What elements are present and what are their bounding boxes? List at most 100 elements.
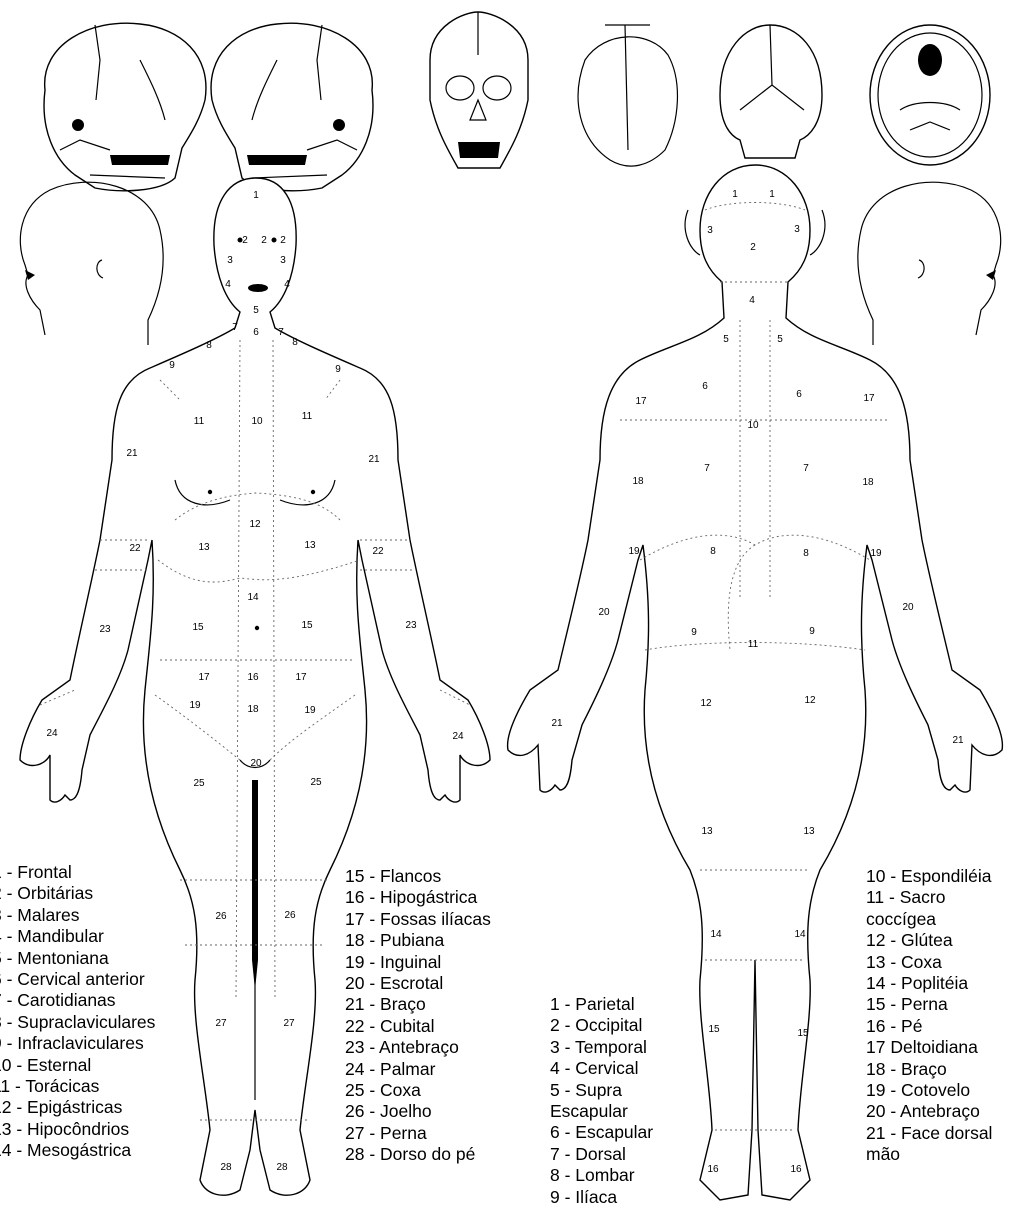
legend-item: 9 - Infraclaviculares <box>0 1033 155 1054</box>
legend-item: 11 - Torácicas <box>0 1076 155 1097</box>
legend-item: 10 - Espondiléia <box>866 866 992 887</box>
legend-item: 15 - Flancos <box>345 866 491 887</box>
legend-item: 8 - Supraclaviculares <box>0 1012 155 1033</box>
back-region-number: 19 <box>628 546 640 557</box>
legend-item: 1 - Frontal <box>0 862 155 883</box>
back-region-number: 8 <box>710 546 716 557</box>
front-region-number: 3 <box>227 255 233 266</box>
front-region-number: 19 <box>304 705 316 716</box>
front-region-number: 28 <box>276 1162 288 1173</box>
legend-item: 16 - Pé <box>866 1016 992 1037</box>
back-region-number: 17 <box>863 393 875 404</box>
profile-head-right <box>858 182 1001 345</box>
front-region-number: 21 <box>126 448 138 459</box>
legend-front-a: 1 - Frontal 2 - Orbitárias 3 - Malares 4… <box>0 862 155 1162</box>
front-region-number: 18 <box>247 704 259 715</box>
legend-item: 9 - Ilíaca <box>550 1187 653 1208</box>
back-region-number: 7 <box>803 463 809 474</box>
front-region-number: 14 <box>247 592 259 603</box>
back-region-number: 6 <box>796 389 802 400</box>
legend-item: 20 - Antebraço <box>866 1101 992 1122</box>
legend-item: 28 - Dorso do pé <box>345 1144 491 1165</box>
front-region-number: 7 <box>278 327 284 338</box>
front-region-number: 27 <box>215 1018 227 1029</box>
front-region-number: 17 <box>295 672 307 683</box>
front-region-number: 21 <box>368 454 380 465</box>
back-region-number: 20 <box>902 602 914 613</box>
back-region-number: 21 <box>551 718 563 729</box>
back-region-number: 18 <box>862 477 874 488</box>
legend-item: 23 - Antebraço <box>345 1037 491 1058</box>
legend-item: 7 - Dorsal <box>550 1144 653 1165</box>
back-region-number: 19 <box>870 548 882 559</box>
front-region-number: 9 <box>335 364 341 375</box>
back-region-number: 9 <box>809 626 815 637</box>
back-region-number: 15 <box>797 1028 809 1039</box>
front-region-number: 26 <box>284 910 296 921</box>
legend-item: 3 - Malares <box>0 905 155 926</box>
legend-item: 22 - Cubital <box>345 1016 491 1037</box>
legend-item: 14 - Poplitéia <box>866 973 992 994</box>
legend-back-b: 10 - Espondiléia 11 - Sacro coccígea 12 … <box>866 866 992 1166</box>
front-region-number: 25 <box>310 777 322 788</box>
legend-item: 21 - Face dorsal <box>866 1123 992 1144</box>
front-region-number: 28 <box>220 1162 232 1173</box>
front-region-number: 19 <box>189 700 201 711</box>
back-region-number: 10 <box>747 420 759 431</box>
legend-item: 2 - Occipital <box>550 1015 653 1036</box>
legend-item: 16 - Hipogástrica <box>345 887 491 908</box>
legend-item: 15 - Perna <box>866 994 992 1015</box>
legend-item: 5 - Mentoniana <box>0 948 155 969</box>
legend-item: 18 - Pubiana <box>345 930 491 951</box>
legend-item: 14 - Mesogástrica <box>0 1140 155 1161</box>
front-region-number: 8 <box>292 337 298 348</box>
legend-item: 4 - Cervical <box>550 1058 653 1079</box>
legend-item: 19 - Cotovelo <box>866 1080 992 1101</box>
back-region-number: 1 <box>732 189 738 200</box>
legend-item: coccígea <box>866 909 992 930</box>
legend-item: 19 - Inguinal <box>345 952 491 973</box>
back-region-number: 5 <box>777 334 783 345</box>
back-region-number: 20 <box>598 607 610 618</box>
skull-posterior <box>720 25 822 158</box>
legend-item: 11 - Sacro <box>866 887 992 908</box>
back-region-number: 11 <box>748 639 759 650</box>
front-region-number: 11 <box>302 411 313 422</box>
legend-item: 10 - Esternal <box>0 1055 155 1076</box>
legend-item: mão <box>866 1144 992 1165</box>
front-region-number: 15 <box>301 620 313 631</box>
skull-base <box>870 25 990 165</box>
back-region-number: 12 <box>700 698 712 709</box>
legend-item: 27 - Perna <box>345 1123 491 1144</box>
front-region-number: 11 <box>194 416 205 427</box>
front-region-number: 24 <box>46 728 58 739</box>
front-region-number: 2 <box>280 235 286 246</box>
legend-item: 8 - Lombar <box>550 1165 653 1186</box>
back-region-number: 2 <box>750 242 756 253</box>
front-region-number: 13 <box>304 540 316 551</box>
back-region-number: 18 <box>632 476 644 487</box>
front-region-number: 4 <box>284 279 290 290</box>
back-region-number: 15 <box>708 1024 720 1035</box>
back-region-number: 7 <box>704 463 710 474</box>
front-region-number: 7 <box>232 322 238 333</box>
back-region-number: 4 <box>749 295 755 306</box>
front-region-number: 2 <box>242 235 248 246</box>
front-region-number: 1 <box>253 190 259 201</box>
back-region-number: 3 <box>707 225 713 236</box>
back-region-number: 8 <box>803 548 809 559</box>
front-region-number: 12 <box>249 519 261 530</box>
legend-item: 17 Deltoidiana <box>866 1037 992 1058</box>
front-region-number: 22 <box>129 543 141 554</box>
legend-item: 5 - Supra <box>550 1080 653 1101</box>
back-region-number: 13 <box>803 826 815 837</box>
back-region-number: 16 <box>790 1164 802 1175</box>
front-region-number: 6 <box>253 327 259 338</box>
front-region-number: 2 <box>261 235 267 246</box>
legend-item: 20 - Escrotal <box>345 973 491 994</box>
front-region-number: 26 <box>215 911 227 922</box>
front-region-number: 23 <box>405 620 417 631</box>
back-region-number: 21 <box>952 735 964 746</box>
legend-front-b: 15 - Flancos 16 - Hipogástrica 17 - Foss… <box>345 866 491 1166</box>
legend-item: 12 - Epigástricas <box>0 1097 155 1118</box>
